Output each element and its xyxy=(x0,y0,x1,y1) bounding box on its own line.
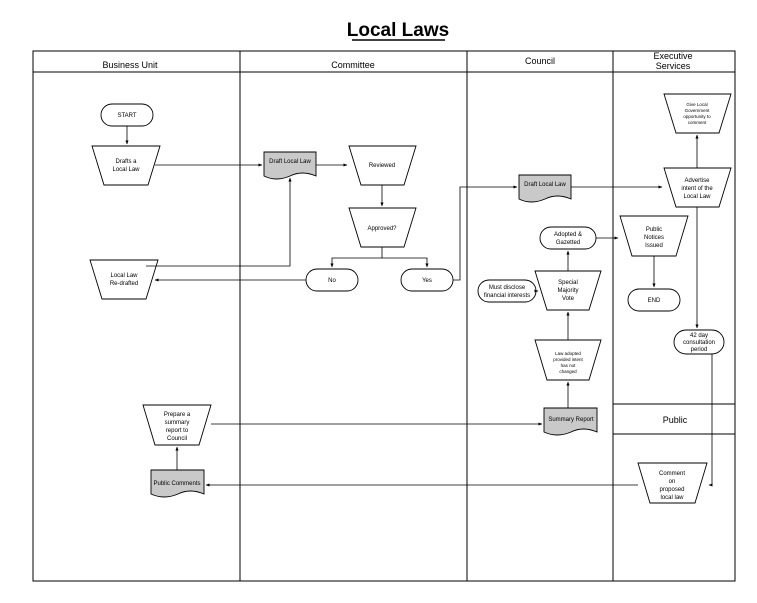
svg-text:Vote: Vote xyxy=(562,296,575,302)
advertise-intent-process: Advertise intent of the Local Law xyxy=(663,167,732,208)
lane-executive-services: Executive xyxy=(653,51,692,61)
page-title: Local Laws xyxy=(347,20,449,41)
lane-council: Council xyxy=(525,56,555,66)
svg-text:has not: has not xyxy=(561,363,577,368)
public-comments-document: Public Comments xyxy=(150,469,205,498)
edge-redrafted-to-draft-doc xyxy=(146,177,292,267)
svg-text:Summary Report: Summary Report xyxy=(548,417,594,423)
swimlane-frame xyxy=(32,50,736,582)
special-majority-vote-process: Special Majority Vote xyxy=(534,270,602,311)
svg-text:Adopted &: Adopted & xyxy=(554,232,582,238)
no-terminator: No xyxy=(305,268,359,292)
svg-text:Draft Local Law: Draft Local Law xyxy=(269,159,311,165)
svg-text:consultation: consultation xyxy=(683,340,715,346)
svg-text:proposed: proposed xyxy=(659,487,684,493)
svg-text:Draft Local Law: Draft Local Law xyxy=(524,182,566,188)
svg-text:Special: Special xyxy=(558,280,578,286)
svg-text:Must disclose: Must disclose xyxy=(489,285,526,291)
svg-text:Local Law: Local Law xyxy=(683,194,711,200)
svg-text:local law: local law xyxy=(660,495,684,501)
svg-text:Issued: Issued xyxy=(645,243,663,249)
svg-text:provided intent: provided intent xyxy=(553,357,583,362)
svg-text:Prepare a: Prepare a xyxy=(164,412,191,418)
edge-approved-to-yes xyxy=(382,257,429,268)
drafts-local-law-process: Drafts a Local Law xyxy=(91,145,161,186)
svg-text:Public Comments: Public Comments xyxy=(153,481,200,487)
edge-consultation-to-comment xyxy=(699,353,713,487)
yes-terminator: Yes xyxy=(400,268,454,292)
svg-text:changed: changed xyxy=(559,369,577,374)
svg-text:No: No xyxy=(328,278,336,284)
svg-text:Approved?: Approved? xyxy=(367,226,397,232)
svg-text:Council: Council xyxy=(167,436,187,442)
give-local-government-process: Give Local Government opportunity to com… xyxy=(663,93,732,134)
prepare-summary-report-process: Prepare a summary report to Council xyxy=(142,404,212,446)
svg-text:Give Local: Give Local xyxy=(686,102,707,107)
svg-text:Yes: Yes xyxy=(422,278,432,284)
draft-local-law-document-committee: Draft Local Law xyxy=(263,151,317,180)
svg-text:Public: Public xyxy=(646,227,662,233)
edge-yes-to-council-draft xyxy=(453,185,518,281)
svg-text:Notices: Notices xyxy=(644,235,664,241)
svg-text:financial interests: financial interests xyxy=(484,293,530,299)
adopted-gazetted-terminator: Adopted & Gazetted xyxy=(539,226,597,250)
svg-text:Reviewed: Reviewed xyxy=(369,163,395,169)
summary-report-document: Summary Report xyxy=(543,407,598,436)
end-terminator: END xyxy=(627,288,681,312)
lane-business-unit: Business Unit xyxy=(102,60,158,70)
lane-executive-services-line2: Services xyxy=(656,61,691,71)
lane-public: Public xyxy=(663,415,688,425)
svg-text:Gazetted: Gazetted xyxy=(556,240,580,246)
svg-text:Comment: Comment xyxy=(659,471,685,477)
svg-text:Drafts a: Drafts a xyxy=(115,159,137,165)
start-terminator: START xyxy=(100,103,154,127)
must-disclose-terminator: Must disclose financial interests xyxy=(477,279,537,303)
connectors xyxy=(125,126,713,487)
lane-committee: Committee xyxy=(331,60,375,70)
svg-text:comment: comment xyxy=(688,120,707,125)
edge-approved-to-no xyxy=(330,247,383,268)
svg-text:Local Law: Local Law xyxy=(110,273,138,279)
svg-text:Re-drafted: Re-drafted xyxy=(110,281,138,287)
svg-text:END: END xyxy=(648,298,661,304)
svg-text:opportunity to: opportunity to xyxy=(683,114,711,119)
svg-text:intent of the: intent of the xyxy=(681,186,713,192)
svg-text:42 day: 42 day xyxy=(690,333,708,339)
law-adopted-process: Law adopted provided intent has not chan… xyxy=(534,339,602,381)
svg-text:report to: report to xyxy=(166,428,189,434)
svg-text:summary: summary xyxy=(165,420,190,426)
comment-proposed-local-law-process: Comment on proposed local law xyxy=(637,462,708,504)
svg-text:Government: Government xyxy=(685,108,711,113)
svg-text:Law adopted: Law adopted xyxy=(555,351,581,356)
public-notices-issued-process: Public Notices Issued xyxy=(619,215,689,257)
svg-text:START: START xyxy=(117,113,136,119)
svg-text:Majority: Majority xyxy=(557,288,578,294)
svg-text:on: on xyxy=(669,479,676,485)
local-law-redrafted-process: Local Law Re-drafted xyxy=(89,259,159,300)
svg-text:Advertise: Advertise xyxy=(684,178,710,184)
approved-decision: Approved? xyxy=(348,207,417,248)
reviewed-process: Reviewed xyxy=(348,145,417,186)
svg-text:period: period xyxy=(691,347,708,353)
draft-local-law-document-council: Draft Local Law xyxy=(518,174,572,203)
svg-text:Local Law: Local Law xyxy=(112,167,140,173)
consultation-period-terminator: 42 day consultation period xyxy=(673,329,725,355)
